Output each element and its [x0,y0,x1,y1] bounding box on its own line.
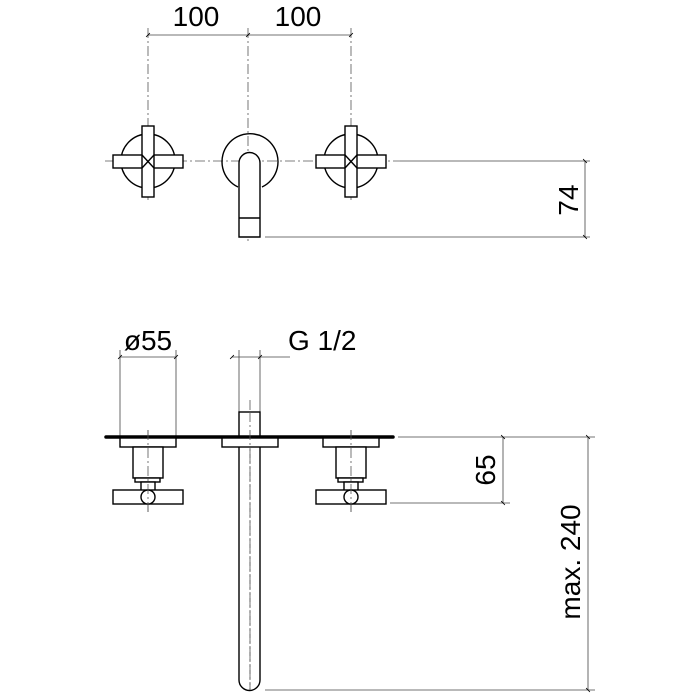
dim-left-spacing: 100 [173,1,220,32]
dim-right-spacing: 100 [275,1,322,32]
dim-thread: G 1/2 [288,325,356,356]
left-cross-handle [112,125,184,198]
spout-front [221,133,279,238]
front-view: 100 100 74 [105,1,590,242]
dim-spout-projection: max. 240 [555,504,586,619]
plan-view: ø55 G 1/2 [104,325,595,693]
spout-side [238,447,261,692]
right-cross-handle [315,125,387,198]
dim-spout-height: 74 [553,184,584,215]
dim-escutcheon-diameter: ø55 [124,325,172,356]
dim-handle-projection: 65 [470,454,501,485]
connection-stub [238,411,261,438]
